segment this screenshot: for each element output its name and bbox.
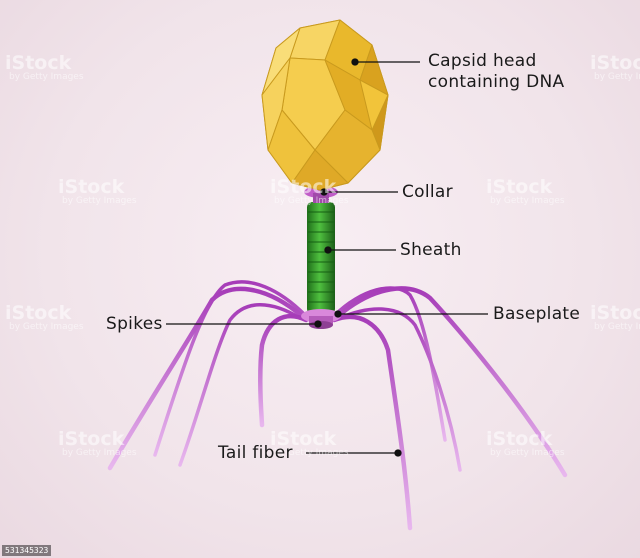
label-capsid-line1: Capsid head xyxy=(428,51,537,71)
capsid-head xyxy=(261,19,389,191)
label-capsid-head: Capsid head containing DNA xyxy=(428,51,564,93)
sheath-tube xyxy=(307,202,335,314)
label-tail-fiber: Tail fiber xyxy=(218,443,293,463)
label-baseplate: Baseplate xyxy=(493,304,581,324)
tail-fibers-front xyxy=(107,286,568,531)
label-spikes: Spikes xyxy=(106,314,163,334)
leader-lines xyxy=(166,58,488,457)
stock-image-id: 531345323 xyxy=(2,545,52,556)
label-capsid-line2: containing DNA xyxy=(428,72,565,92)
label-collar: Collar xyxy=(402,182,453,202)
tail-fibers-back xyxy=(153,280,462,472)
label-sheath: Sheath xyxy=(400,240,462,260)
